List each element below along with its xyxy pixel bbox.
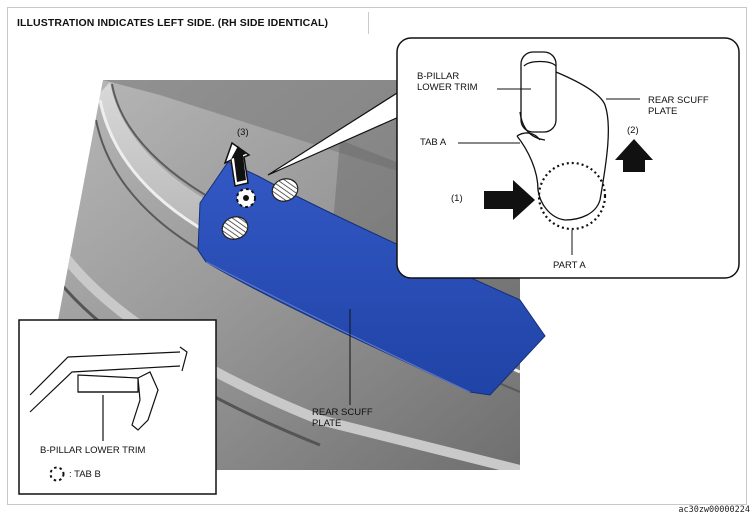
inset-box [18,319,217,495]
label-step-3: (3) [237,127,249,138]
label-bpillar-trim-l1: B-PILLAR [417,71,460,82]
clip-marker-icon [271,178,299,202]
label-tab-b-legend: : TAB B [69,469,101,480]
clip-marker-icon [221,216,249,240]
label-tab-a: TAB A [420,137,447,148]
part-a-dotted-circle-icon [537,161,607,231]
label-main-scuff-plate-l1: REAR SCUFF [312,407,373,418]
detail-callout-box [396,37,740,279]
label-bpillar-trim-l2: LOWER TRIM [417,82,478,93]
label-step-1: (1) [451,193,463,204]
label-step-2: (2) [627,125,639,136]
label-main-scuff-plate-l2: PLATE [312,418,342,429]
label-rear-scuff-plate-l1: REAR SCUFF [648,95,709,106]
right-arrow-icon [484,180,535,220]
rear-scuff-plate [197,161,546,396]
inset-drawing [29,346,188,441]
figure-id: ac30zw00000224 [678,505,750,515]
leader-lines [349,88,640,405]
tab-b-marker-icon [236,188,256,208]
label-inset-bpillar-trim: B-PILLAR LOWER TRIM [40,445,146,456]
label-rear-scuff-plate-l2: PLATE [648,106,678,117]
tab-b-legend-icon [49,466,65,482]
up-arrow-icon [615,139,653,172]
detail-drawing [516,51,609,221]
label-part-a: PART A [553,260,586,271]
up-arrow-icon [223,141,251,187]
page-title: ILLUSTRATION INDICATES LEFT SIDE. (RH SI… [17,17,329,29]
title-divider [368,12,369,34]
